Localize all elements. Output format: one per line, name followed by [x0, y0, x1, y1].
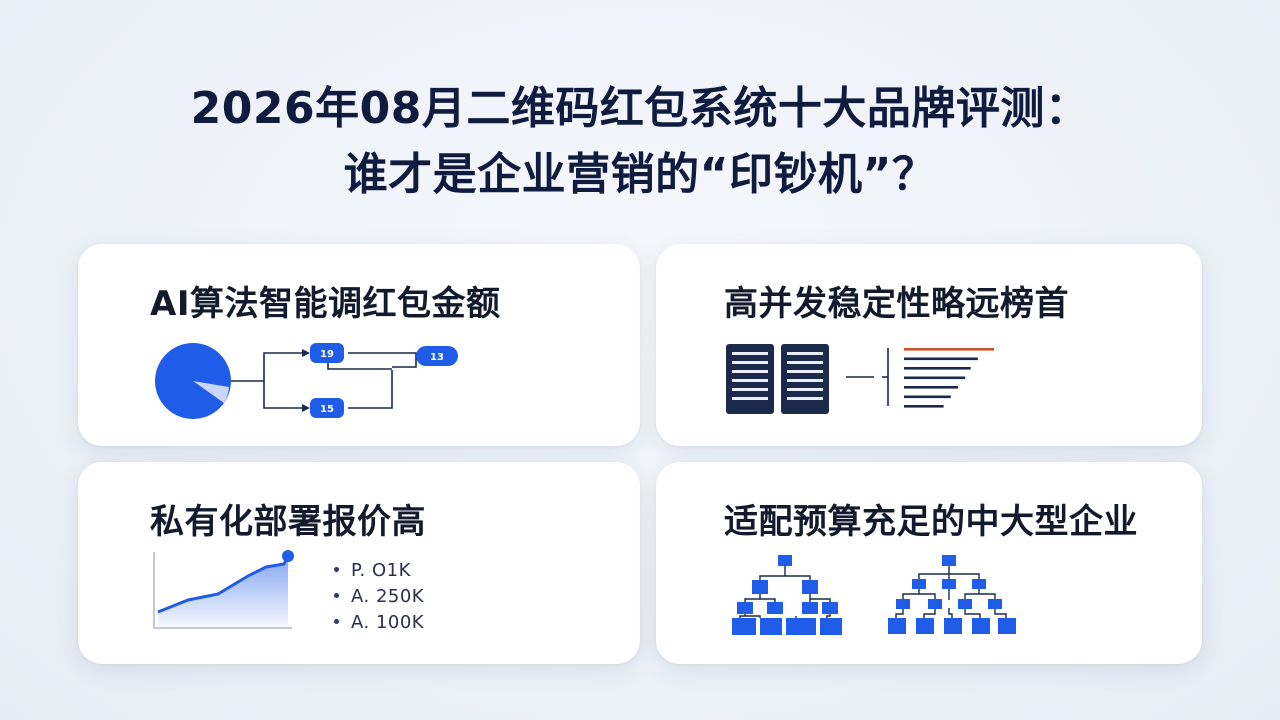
growth-line: [157, 555, 290, 614]
ranking-bar: [904, 348, 994, 351]
flowchart-arrowheads: [302, 349, 310, 412]
pie-slice-highlight: [193, 381, 229, 403]
flowchart-connectors: [231, 352, 417, 409]
price-stat-label: A. 100K: [351, 612, 425, 633]
ranking-bar: [904, 357, 978, 361]
price-stat-item: P. O1K: [334, 558, 424, 584]
headline-line-1: 2026年08月二维码红包系统十大品牌评测：: [190, 83, 1090, 134]
ranking-bar: [904, 367, 971, 370]
flow-node-label: 19: [320, 349, 334, 360]
server-rack-icon: [726, 344, 829, 414]
price-stat-label: A. 250K: [351, 586, 425, 607]
bullet-icon: [334, 618, 339, 624]
growth-endpoint: [282, 550, 294, 562]
page-headline: 2026年08月二维码红包系统十大品牌评测： 谁才是企业营销的“印钞机”？: [0, 76, 1280, 208]
bullet-icon: [334, 566, 339, 572]
card-title-high-concurrency: 高并发稳定性略远榜首: [724, 284, 1069, 324]
card-title-ai-algorithm: AI算法智能调红包金额: [150, 284, 501, 324]
flow-node: [310, 398, 344, 418]
ranking-bars: [904, 348, 994, 408]
org-chart-left-icon: [732, 555, 842, 635]
flow-node: [416, 346, 458, 366]
ranking-bar: [904, 386, 958, 389]
growth-chart-illustration: [153, 550, 294, 629]
pie-flowchart-illustration: 19 13 15: [155, 343, 458, 419]
chart-axes: [153, 552, 292, 629]
feature-card-ai-algorithm: AI算法智能调红包金额 19 13 15: [78, 244, 640, 446]
headline-line-2: 谁才是企业营销的“印钞机”？: [343, 149, 937, 200]
feature-card-enterprise-fit: 适配预算充足的中大型企业: [656, 462, 1202, 664]
price-stat-label: P. O1K: [351, 560, 411, 581]
flow-node-label: 15: [320, 404, 334, 415]
ranking-bar: [904, 376, 966, 380]
card-title-enterprise-fit: 适配预算充足的中大型企业: [724, 502, 1138, 542]
card-title-private-deployment: 私有化部署报价高: [150, 502, 426, 542]
flow-node-label: 13: [430, 352, 444, 363]
ranking-bar: [904, 405, 944, 408]
flow-node: [310, 343, 344, 363]
ranking-connector: [846, 348, 889, 406]
price-stat-item: A. 250K: [334, 584, 424, 610]
feature-card-high-concurrency: 高并发稳定性略远榜首: [656, 244, 1202, 446]
bullet-icon: [334, 592, 339, 598]
feature-card-private-deployment: 私有化部署报价高 P. O1K A. 250K A. 100K: [78, 462, 640, 664]
org-hierarchy-illustration: [732, 555, 1016, 635]
price-stat-item: A. 100K: [334, 610, 424, 636]
org-chart-right-icon: [888, 555, 1016, 634]
ranking-bar: [904, 395, 951, 399]
server-ranking-illustration: [726, 344, 994, 414]
price-stats-list: P. O1K A. 250K A. 100K: [334, 558, 424, 636]
